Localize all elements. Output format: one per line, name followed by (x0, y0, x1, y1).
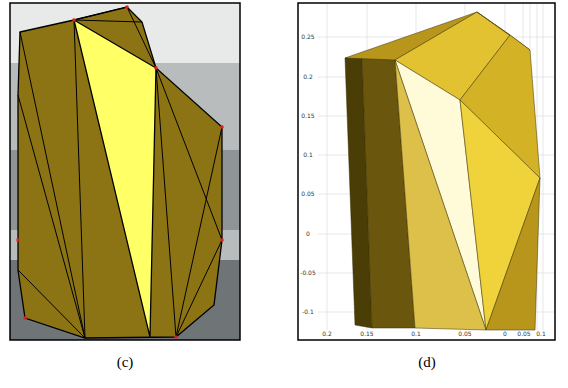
axis-tick: -0.05 (299, 270, 317, 276)
axis-tick: 0.2 (321, 331, 333, 337)
axis-tick: 0.05 (457, 331, 472, 337)
panel-caption: (d) (418, 355, 436, 370)
axis-tick: 0.1 (302, 152, 314, 158)
render-faces (345, 12, 540, 330)
highlight-face (74, 20, 156, 337)
photo-background (10, 3, 240, 340)
axis-tick: 0.05 (516, 331, 531, 337)
axis-tick: 0.15 (300, 113, 315, 119)
panel-frame (10, 3, 240, 340)
grid-lines (318, 3, 555, 330)
axis-tick: -0.1 (301, 309, 315, 315)
axis-tick: 0.1 (410, 331, 422, 337)
mesh-overlay (18, 7, 222, 338)
vertex-dots (16, 5, 224, 339)
axis-tick: 0.2 (302, 74, 314, 80)
axis-tick: 0.25 (300, 34, 315, 40)
axis-tick: 0.05 (300, 191, 315, 197)
axis-tick: 0.1 (535, 331, 547, 337)
axis-tick: 0.15 (359, 331, 374, 337)
plot-background (298, 3, 555, 340)
axis-tick: 0 (305, 231, 311, 237)
panel-frame (298, 3, 555, 340)
panel-caption: (c) (117, 355, 134, 370)
axis-tick: 0 (502, 331, 508, 337)
mesh-edges (18, 7, 222, 338)
